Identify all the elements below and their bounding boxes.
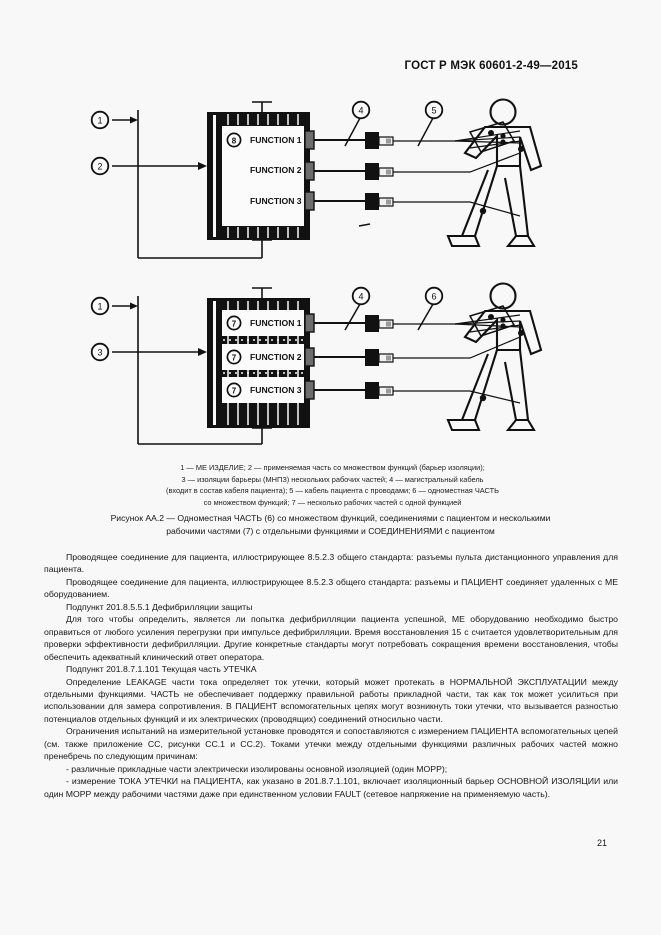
patient-figure [446,98,543,248]
callout-4-b-label: 4 [358,292,363,302]
figure-legend-line-4: со множеством функций; 7 — несколько раб… [203,497,462,507]
callout-5-label: 5 [431,106,436,116]
figure-legend-line-2: 3 — изоляции барьеры (МНПЗ) нескольких р… [181,474,484,484]
diagram-bottom: 7 7 7 FUNCTION 1 FUNCTION 2 FUNCTION 3 [0,282,661,467]
callout1-arrowhead [130,116,138,124]
figure-legend: 1 — МЕ ИЗДЕЛИЕ; 2 — применяемая часть со… [60,462,605,508]
patient-left-leg [460,165,499,238]
trunk-cables [314,139,365,202]
isolation-barrier-plate [468,121,516,153]
patient-figure-2 [446,282,543,432]
hatch-top [227,114,299,125]
inner-callout-7-c: 7 [226,382,242,398]
inner-callout-7-b-label: 7 [232,353,237,362]
callout-4-label: 4 [358,106,363,116]
callout-6: 6 [424,286,444,306]
callout-1-label: 1 [97,116,102,126]
figure-aa2: 8 FUNCTION 1 FUNCTION 2 FUNCTION 3 [0,96,661,466]
callout-2: 2 [90,156,110,176]
patient-left-foot-2 [446,418,481,432]
inner-callout-7-a-label: 7 [232,319,237,328]
patient-left-leg-2 [460,349,499,422]
function-label-3-b: FUNCTION 3 [250,385,302,395]
subclause-heading-2: Подпункт 201.8.7.1.101 Текущая часть УТЕ… [66,664,257,675]
callout-6-label: 6 [431,292,436,302]
paragraph-1: Проводящее соединение для пациента, иллю… [44,552,618,575]
callout-4-b: 4 [351,286,371,306]
paragraph-3: Для того чтобы определить, является ли п… [44,614,618,662]
callout-6-leader [417,303,434,331]
band-separators [223,339,303,374]
patient-right-foot-2 [505,419,536,432]
cable-connectors [365,132,394,210]
callout2-arrowhead [198,162,207,170]
patient-head-2 [489,282,517,310]
inner-callout-7-a: 7 [226,315,242,331]
callout3-arrowhead [198,348,207,356]
paragraph-5: Ограничения испытаний на измерительной у… [44,726,618,762]
figure-legend-line-3: (входит в состав кабеля пациента); 5 — к… [165,486,500,496]
callout-5-leader [417,117,434,147]
function-label-2: FUNCTION 2 [250,165,302,175]
callout1-arrowhead-2 [130,302,138,310]
figure-caption-line-2: рабочими частями (7) с отдельными функци… [166,526,495,536]
callout-3-label: 3 [97,348,102,358]
inner-callout-7-c-label: 7 [232,386,237,395]
callout-4: 4 [351,100,371,120]
trunk-cables-2 [314,322,365,391]
figure-legend-line-1: 1 — МЕ ИЗДЕЛИЕ; 2 — применяемая часть со… [180,463,485,472]
paragraph-2: Проводящее соединение для пациента, иллю… [44,576,618,600]
patient-right-foot [505,235,536,248]
document-standard-header: ГОСТ Р МЭК 60601-2-49—2015 [404,60,578,72]
inner-callout-8: 8 [226,132,242,148]
callout-1-b: 1 [90,296,110,316]
patient-head [489,98,517,126]
isolation-barrier-plate-2 [468,305,516,337]
figure-caption: Рисунок АА.2 — Одноместная ЧАСТЬ (6) со … [32,512,629,538]
callout-leaders [358,223,371,227]
output-sockets [304,130,315,211]
output-sockets-2 [304,313,315,400]
patient-left-foot [446,234,481,248]
callout-2-label: 2 [97,162,102,172]
inner-callout-7-b: 7 [226,349,242,365]
callout-5: 5 [424,100,444,120]
enclosure-gap-stripe [213,115,216,237]
inner-callout-8-label: 8 [232,136,237,145]
callout-4-leader [344,117,361,147]
function-label-1: FUNCTION 1 [250,135,302,145]
callout-1: 1 [90,110,110,130]
bullet-item-2: - измерение ТОКА УТЕЧКИ на ПАЦИЕНТА, как… [44,776,618,799]
callout-3: 3 [90,342,110,362]
paragraph-4: Определение LEAKAGE части тока определяе… [44,676,618,724]
callout-1-b-label: 1 [97,302,102,312]
function-label-1-b: FUNCTION 1 [250,318,302,328]
function-label-3: FUNCTION 3 [250,196,302,206]
function-label-2-b: FUNCTION 2 [250,352,302,362]
page-number: 21 [596,838,607,848]
hatch-bottom [227,227,299,238]
bullet-item-1: - различные прикладные части электрическ… [66,763,448,774]
diagram-top: 8 FUNCTION 1 FUNCTION 2 FUNCTION 3 [0,96,661,281]
enclosure-gap-stripe-2 [213,301,216,425]
figure-caption-line-1: Рисунок АА.2 — Одноместная ЧАСТЬ (6) со … [110,513,551,523]
body-text: Проводящее соединение для пациента, иллю… [44,551,618,800]
patient-right-leg [503,165,530,238]
subclause-heading-1: Подпункт 201.8.5.5.1 Дефибрилляции защит… [66,601,253,612]
callout-4-leader-b [344,303,361,331]
cable-connectors-2 [365,315,394,399]
patient-right-leg-2 [503,349,530,422]
